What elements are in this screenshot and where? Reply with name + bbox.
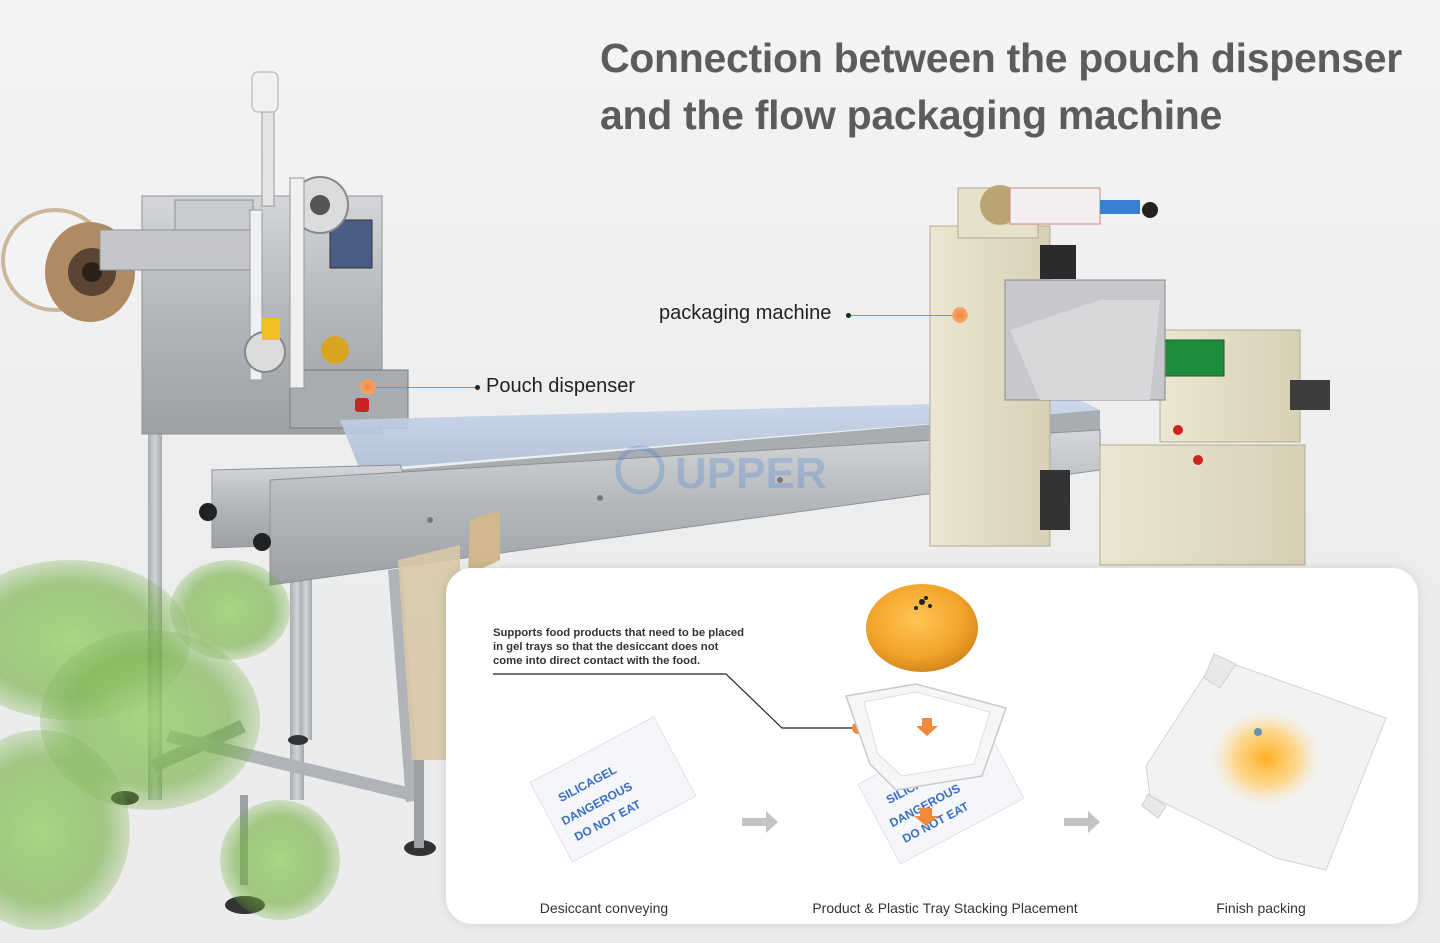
callout-marker	[475, 385, 480, 390]
plastic-tray	[844, 683, 1007, 791]
process-note: Supports food products that need to be p…	[493, 627, 745, 667]
callout-target-dot	[360, 379, 376, 395]
title-line-2: and the flow packaging machine	[600, 92, 1223, 138]
egg-yolk-pastry	[866, 584, 978, 672]
title-line-1: Connection between the pouch dispenser	[600, 35, 1402, 81]
callout-target-dot	[952, 307, 968, 323]
process-illustration: SILICAGEL DANGEROUS DO NOT EAT SILICAGEL…	[493, 584, 1387, 871]
callout-pouch-dispenser: Pouch dispenser	[486, 375, 635, 397]
page-title: Connection between the pouch dispenser a…	[600, 30, 1402, 144]
conveyor	[199, 400, 1101, 856]
packaging-machine	[929, 185, 1330, 566]
desiccant-sachet: SILICAGEL DANGEROUS DO NOT EAT	[529, 716, 697, 863]
arrow-right-icon	[742, 811, 778, 833]
svg-text:UPPER: UPPER	[675, 449, 827, 498]
step-caption-tray-stacking: Product & Plastic Tray Stacking Placemen…	[812, 900, 1078, 916]
callout-packaging-machine: packaging machine	[659, 302, 832, 324]
arrow-right-icon	[1064, 811, 1100, 833]
callout-leader-line	[372, 387, 475, 388]
process-panel: SILICAGEL DANGEROUS DO NOT EAT SILICAGEL…	[446, 568, 1418, 924]
plant-decoration	[0, 560, 340, 930]
step-caption-finish-packing: Finish packing	[1216, 900, 1306, 916]
step-caption-desiccant-conveying: Desiccant conveying	[539, 900, 669, 916]
finished-package	[1141, 653, 1387, 871]
watermark-logo: UPPER	[615, 445, 827, 498]
callout-marker	[846, 313, 851, 318]
callout-leader-line	[851, 315, 955, 316]
note-leader-line	[493, 673, 854, 729]
